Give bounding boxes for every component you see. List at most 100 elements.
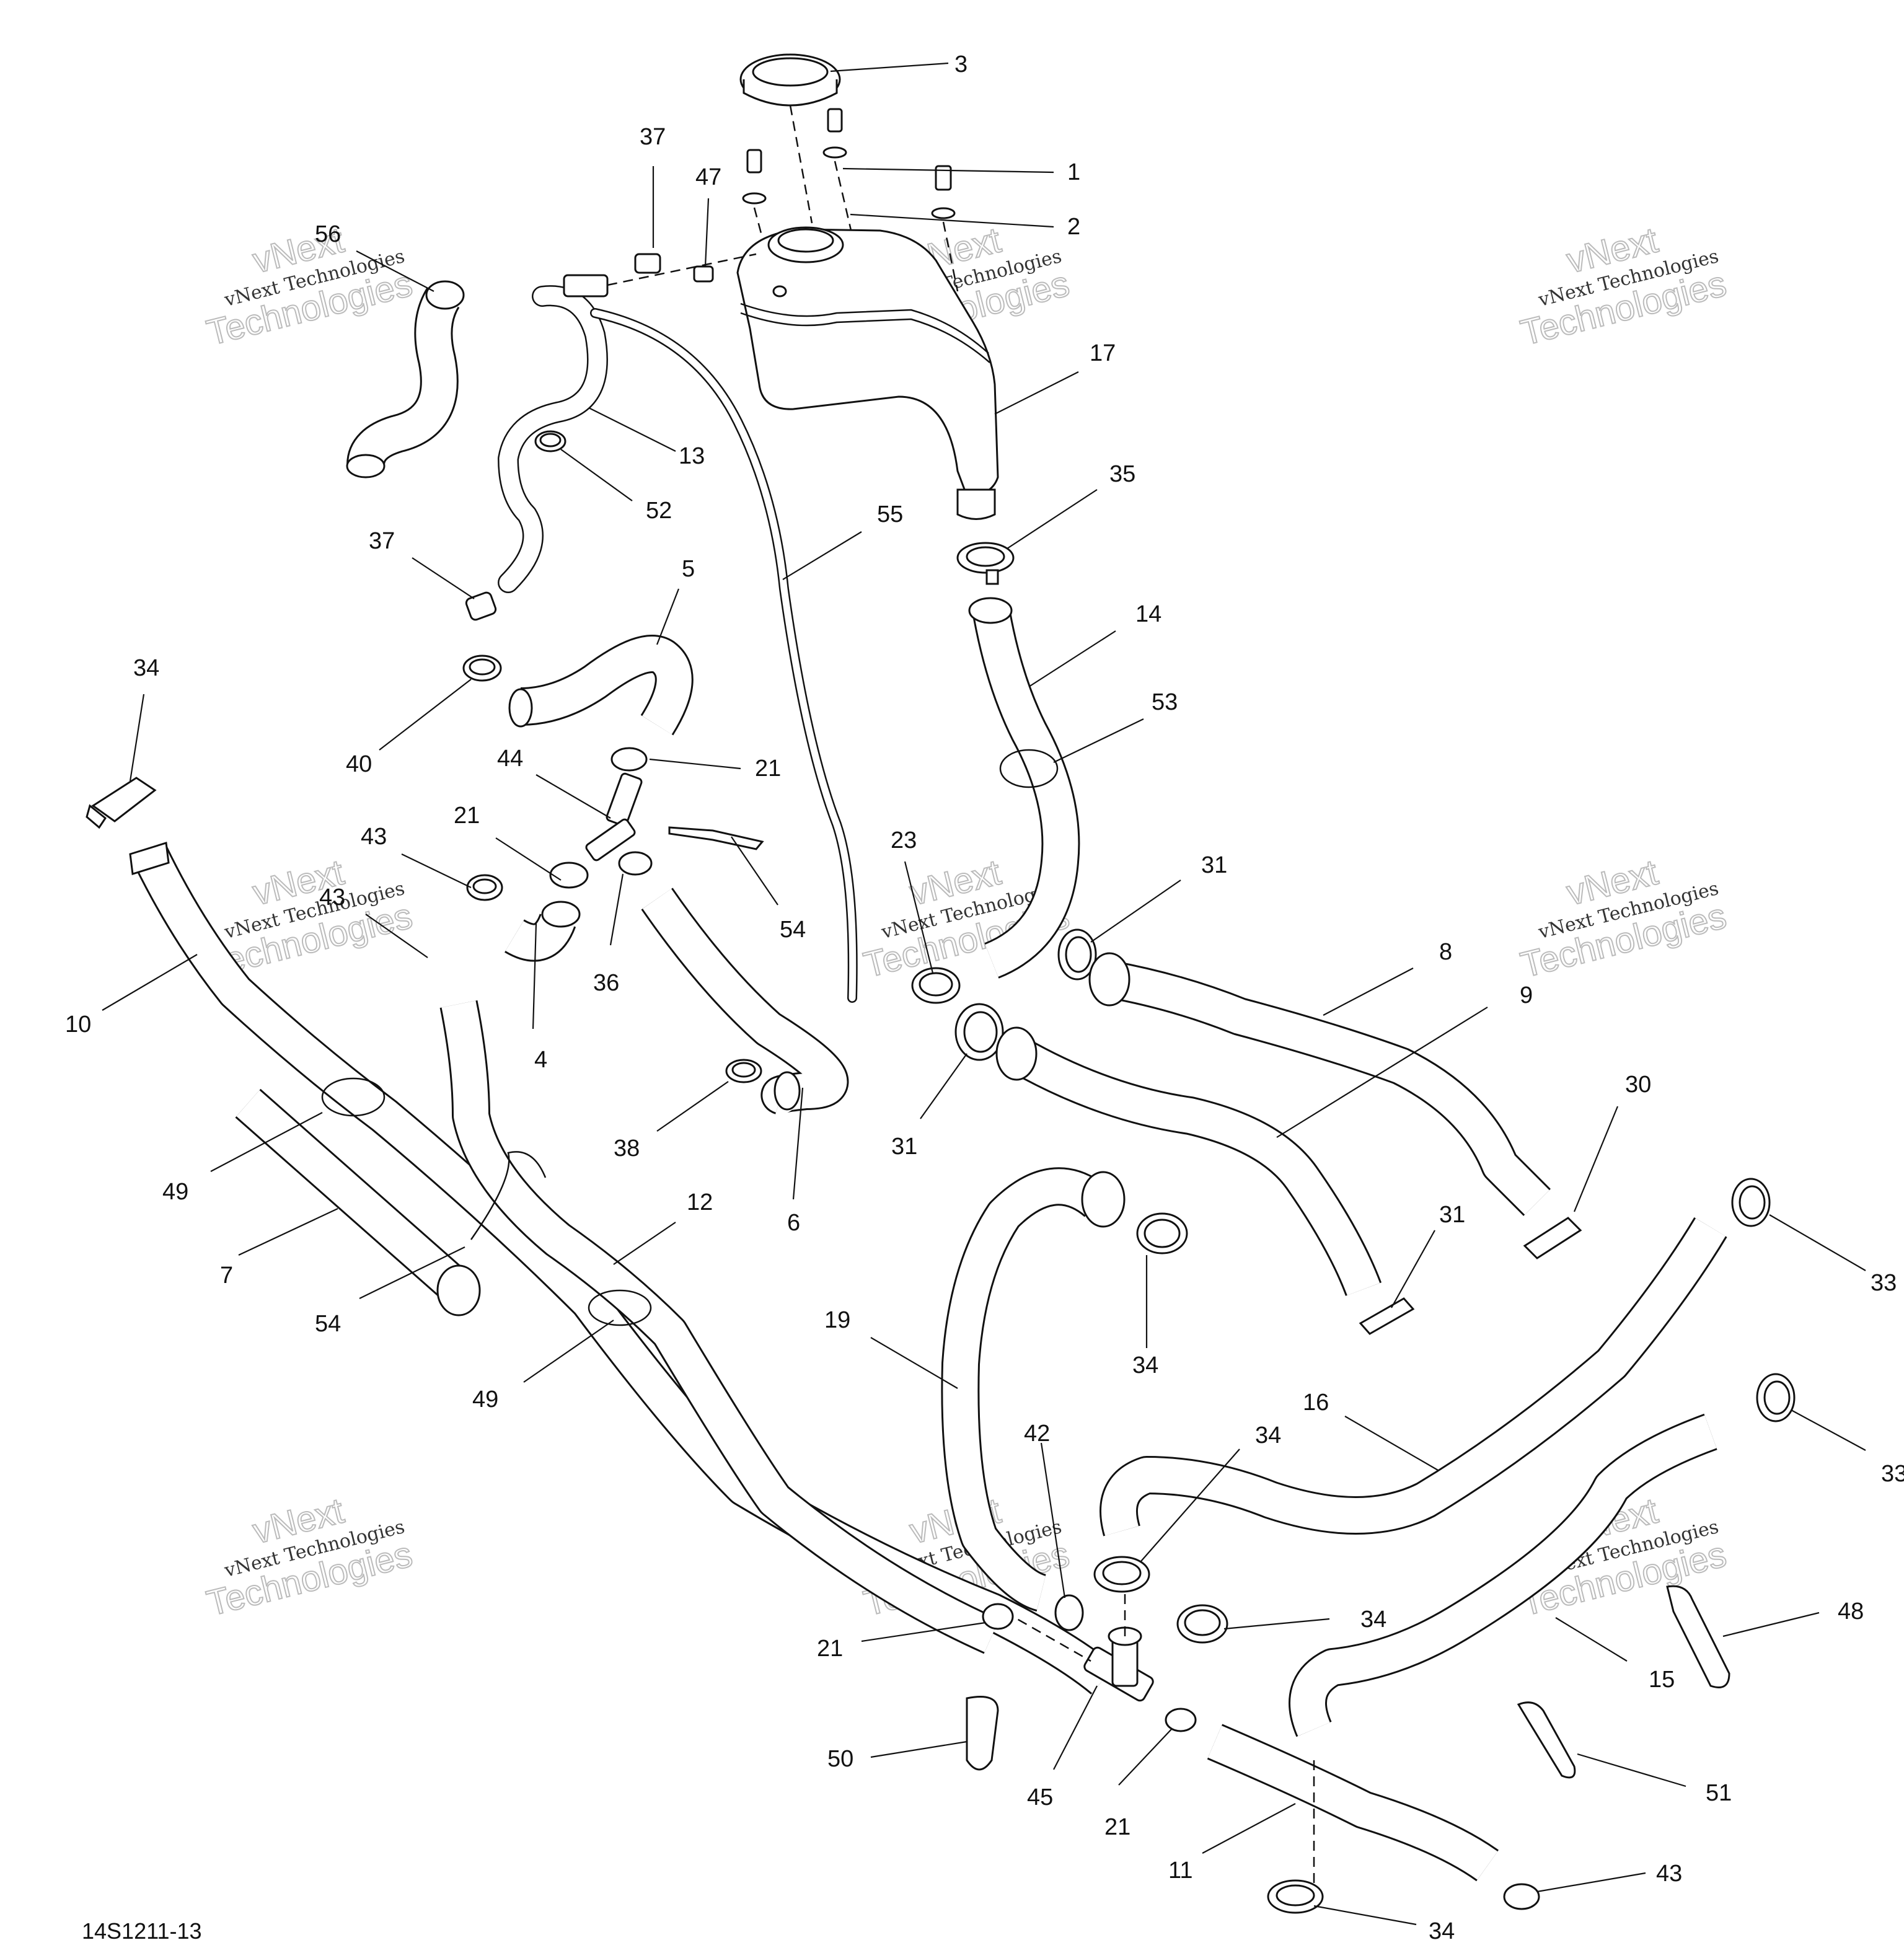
strap <box>1517 1701 1576 1779</box>
clamp <box>466 874 503 901</box>
callout-49: 49 <box>472 1386 498 1413</box>
callout-54: 54 <box>780 917 806 943</box>
callout-13: 13 <box>679 443 705 469</box>
hose <box>1100 1217 1727 1536</box>
strap <box>966 1696 999 1771</box>
callout-33: 33 <box>1881 1461 1904 1487</box>
callout-9: 9 <box>1520 982 1533 1008</box>
hose <box>941 1167 1126 1612</box>
callout-34: 34 <box>1255 1422 1281 1448</box>
clamp <box>1057 928 1097 981</box>
connector <box>86 777 157 829</box>
clamp <box>1054 1594 1084 1631</box>
parts <box>86 53 1796 1914</box>
callout-34: 34 <box>1429 1918 1455 1944</box>
callout-4: 4 <box>534 1047 547 1073</box>
callout-38: 38 <box>614 1135 640 1162</box>
clip <box>321 1077 386 1117</box>
callout-6: 6 <box>787 1210 800 1236</box>
callout-42: 42 <box>1024 1421 1050 1447</box>
callout-44: 44 <box>497 746 523 772</box>
callout-31: 31 <box>1439 1202 1465 1228</box>
expansion-tank <box>736 226 999 520</box>
callout-34: 34 <box>1360 1607 1386 1633</box>
clamp <box>462 655 502 682</box>
callout-17: 17 <box>1090 340 1116 366</box>
callout-7: 7 <box>220 1263 233 1289</box>
callout-21: 21 <box>1104 1814 1130 1840</box>
hose <box>498 274 609 593</box>
watermark: vNext vNext Technologies Technologies <box>202 1490 416 1625</box>
clamp <box>1756 1373 1796 1422</box>
callout-21: 21 <box>755 756 781 782</box>
t-fitting <box>549 747 653 889</box>
callout-56: 56 <box>315 221 341 247</box>
clamp <box>911 967 961 1004</box>
hose <box>439 1000 1000 1654</box>
connector <box>1523 1217 1582 1259</box>
hose <box>129 842 1116 1695</box>
tube <box>590 308 858 1003</box>
hose <box>508 635 694 736</box>
hose <box>968 597 1080 979</box>
hose <box>235 1088 481 1316</box>
callout-12: 12 <box>687 1189 713 1215</box>
leader-lines <box>102 62 1866 1926</box>
t-fitting <box>1003 1562 1154 1702</box>
strap <box>1666 1585 1730 1688</box>
callout-31: 31 <box>1201 852 1227 878</box>
callout-33: 33 <box>1871 1270 1897 1296</box>
callout-19: 19 <box>824 1307 850 1333</box>
clamp <box>1093 1556 1150 1593</box>
fitting <box>465 591 497 621</box>
clip <box>588 1289 652 1326</box>
callout-37: 37 <box>369 528 395 554</box>
elbow-hose <box>505 901 581 962</box>
clamp <box>1267 1879 1324 1914</box>
bolt <box>931 165 959 292</box>
callout-43: 43 <box>319 884 345 910</box>
clamp <box>982 1603 1014 1630</box>
callout-40: 40 <box>346 751 372 777</box>
connector <box>1359 1297 1415 1335</box>
callout-5: 5 <box>682 556 695 582</box>
callout-labels: 3 37 47 1 2 56 17 13 52 35 55 37 5 14 34… <box>65 51 1904 1944</box>
callout-15: 15 <box>1649 1667 1675 1693</box>
watermark: vNext vNext Technologies Technologies <box>1516 219 1730 354</box>
callout-34: 34 <box>1132 1352 1158 1378</box>
clip <box>693 265 714 283</box>
clamp <box>1176 1604 1228 1644</box>
callout-34: 34 <box>133 655 159 681</box>
hose <box>641 888 849 1115</box>
callout-49: 49 <box>162 1179 188 1205</box>
callout-36: 36 <box>593 970 619 996</box>
callout-11: 11 <box>1168 1858 1192 1884</box>
watermark: vNext vNext Technologies Technologies <box>202 219 416 354</box>
bolt <box>822 108 853 236</box>
strap <box>470 1151 547 1240</box>
callout-10: 10 <box>65 1012 91 1038</box>
callout-51: 51 <box>1706 1780 1732 1806</box>
hose <box>1088 952 1551 1216</box>
clamp <box>1165 1708 1197 1732</box>
callout-14: 14 <box>1135 601 1161 627</box>
strap <box>668 826 764 850</box>
clamp <box>725 1059 762 1083</box>
clip <box>999 749 1059 788</box>
callout-16: 16 <box>1303 1390 1329 1416</box>
callout-21: 21 <box>454 803 480 829</box>
watermark: vNext vNext Technologies Technologies <box>1516 852 1730 986</box>
clamp <box>954 1003 1004 1061</box>
callout-52: 52 <box>646 498 672 524</box>
callout-21: 21 <box>817 1636 843 1662</box>
callout-1: 1 <box>1067 159 1080 185</box>
callout-47: 47 <box>695 164 721 190</box>
clamp <box>1503 1883 1540 1910</box>
clamp <box>1731 1178 1771 1227</box>
hose <box>1289 1413 1717 1737</box>
callout-35: 35 <box>1109 461 1135 487</box>
callout-54: 54 <box>315 1311 341 1337</box>
callout-45: 45 <box>1027 1784 1053 1810</box>
clamp <box>534 430 566 452</box>
